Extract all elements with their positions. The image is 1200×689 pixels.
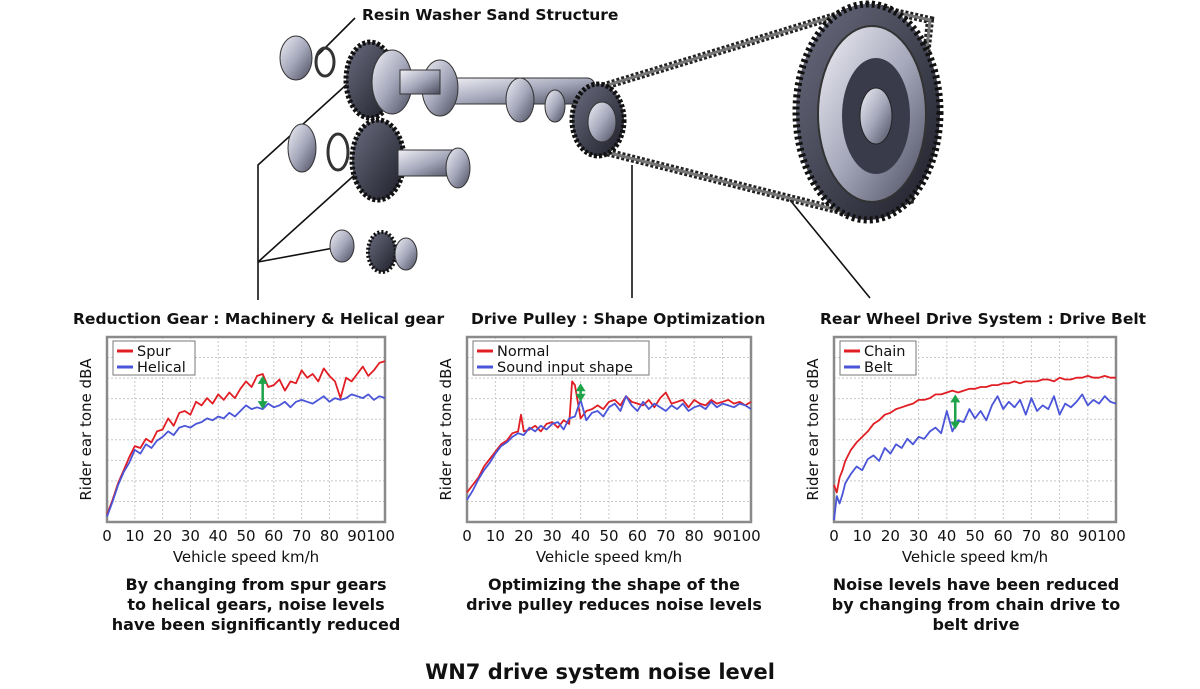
- x-tick-label: 40: [937, 527, 956, 545]
- x-tick-label: 10: [486, 527, 505, 545]
- difference-arrow-head-bottom: [575, 393, 586, 402]
- reduction-gear-middle: [287, 117, 471, 203]
- caption-reduction-gear: By changing from spur gears to helical g…: [111, 575, 401, 634]
- difference-arrow-head-top: [950, 394, 961, 403]
- x-tick-label: 70: [656, 527, 675, 545]
- x-tick-label: 20: [153, 527, 172, 545]
- difference-arrow-head-top: [257, 375, 268, 384]
- legend-label: Spur: [137, 344, 171, 360]
- x-tick-label: 10: [125, 527, 144, 545]
- legend-label: Helical: [137, 360, 186, 376]
- panel-heading-reduction-gear: Reduction Gear : Machinery & Helical gea…: [73, 310, 445, 328]
- x-tick-label: 60: [628, 527, 647, 545]
- x-tick-label: 60: [994, 527, 1013, 545]
- x-tick-label: 0: [829, 527, 839, 545]
- plot-frame: [832, 335, 1118, 524]
- x-tick-label: 30: [909, 527, 928, 545]
- caption-drive-belt: Noise levels have been reduced by changi…: [831, 575, 1121, 634]
- x-tick-label: 20: [881, 527, 900, 545]
- x-tick-label: 50: [965, 527, 984, 545]
- x-tick-label: 60: [264, 527, 283, 545]
- reduction-gear-upper: [279, 35, 441, 121]
- x-axis-label: Vehicle speed km/h: [902, 548, 1048, 566]
- legend-box: [839, 340, 917, 376]
- legend-label: Sound input shape: [497, 360, 633, 376]
- leader-lines: [257, 17, 871, 300]
- x-tick-label: 80: [685, 527, 704, 545]
- difference-arrow-head-bottom: [950, 421, 961, 430]
- legend-label: Normal: [497, 344, 549, 360]
- x-tick-label: 30: [181, 527, 200, 545]
- y-axis-label: Rider ear tone dBA: [437, 358, 455, 501]
- difference-arrow-head-top: [575, 383, 586, 392]
- legend-box: [112, 340, 196, 376]
- x-tick-label: 40: [571, 527, 590, 545]
- x-tick-label: 50: [599, 527, 618, 545]
- series-line-normal: [466, 380, 752, 493]
- caption-drive-pulley: Optimizing the shape of the drive pulley…: [466, 575, 762, 614]
- x-tick-label: 80: [320, 527, 339, 545]
- series-line-helical: [106, 393, 386, 517]
- y-axis-label: Rider ear tone dBA: [77, 358, 95, 501]
- legend-label: Chain: [864, 344, 905, 360]
- y-axis-label: Rider ear tone dBA: [804, 358, 822, 501]
- series-line-chain: [833, 374, 1116, 494]
- rear-wheel-pulley: [792, 0, 944, 224]
- x-tick-label: 70: [292, 527, 311, 545]
- panel-heading-drive-belt: Rear Wheel Drive System : Drive Belt: [820, 310, 1147, 328]
- legend-label: Belt: [864, 360, 893, 376]
- x-tick-label: 90100: [347, 527, 395, 545]
- x-tick-label: 90100: [1078, 527, 1126, 545]
- x-tick-label: 50: [236, 527, 255, 545]
- plot-frame: [105, 335, 387, 524]
- panel-heading-drive-pulley: Drive Pulley : Shape Optimization: [471, 310, 766, 328]
- x-tick-label: 30: [543, 527, 562, 545]
- x-axis-label: Vehicle speed km/h: [536, 548, 682, 566]
- x-tick-label: 40: [209, 527, 228, 545]
- drivetrain-exploded-illustration: [257, 0, 944, 300]
- legend-box: [472, 340, 650, 376]
- x-tick-label: 70: [1022, 527, 1041, 545]
- x-axis-label: Vehicle speed km/h: [173, 548, 319, 566]
- x-tick-label: 0: [102, 527, 112, 545]
- callout-resin-washer: Resin Washer Sand Structure: [362, 6, 619, 24]
- series-line-sound-input-shape: [466, 395, 752, 501]
- series-line-spur: [106, 360, 386, 515]
- footer-title: WN7 drive system noise level: [425, 660, 775, 684]
- series-line-belt: [833, 393, 1117, 521]
- x-tick-label: 20: [514, 527, 533, 545]
- x-tick-label: 10: [853, 527, 872, 545]
- drive-pulley: [569, 81, 627, 159]
- plot-frame: [465, 335, 753, 524]
- reduction-gear-lower: [329, 229, 418, 274]
- difference-arrow-head-bottom: [257, 401, 268, 410]
- x-tick-label: 0: [462, 527, 472, 545]
- x-tick-label: 80: [1050, 527, 1069, 545]
- x-tick-label: 90100: [713, 527, 761, 545]
